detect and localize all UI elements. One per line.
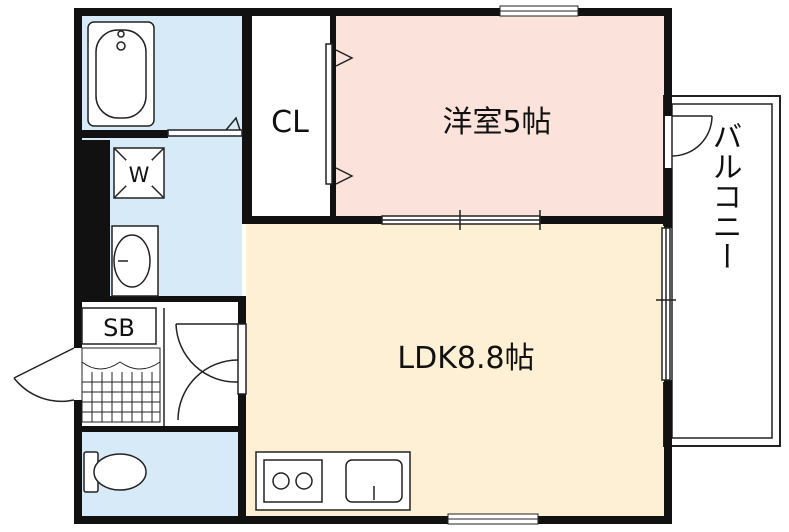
- bath-door: [167, 116, 243, 137]
- toilet-icon: [83, 451, 147, 493]
- hallway-doors: [163, 308, 247, 426]
- entrance-door[interactable]: [13, 347, 78, 403]
- washer-label: W: [129, 163, 150, 187]
- balcony-sliding-door: [656, 227, 676, 381]
- western-room-area: [336, 16, 664, 220]
- stove-icon: [263, 459, 323, 503]
- ldk-label: LDK8.8帖: [397, 341, 534, 376]
- shoe-box-label: SB: [103, 314, 135, 342]
- door-swing-icon: [671, 115, 713, 157]
- balcony-label: バルコニー: [707, 121, 742, 271]
- interior-walls: [82, 8, 670, 524]
- windows: [447, 5, 579, 525]
- western-room-label: 洋室5帖: [442, 105, 551, 140]
- exterior-walls: [74, 8, 672, 524]
- entrance-floor: [81, 347, 161, 423]
- sink-icon: [345, 459, 403, 503]
- closet-doors: [325, 43, 354, 185]
- closet-area: [252, 16, 330, 216]
- closet-label: CL: [271, 105, 309, 140]
- bathtub-icon: [87, 21, 155, 127]
- washbasin-icon: [111, 225, 159, 297]
- washer-space: [113, 147, 165, 199]
- shoe-box: [81, 307, 157, 345]
- sliding-door: [381, 210, 541, 230]
